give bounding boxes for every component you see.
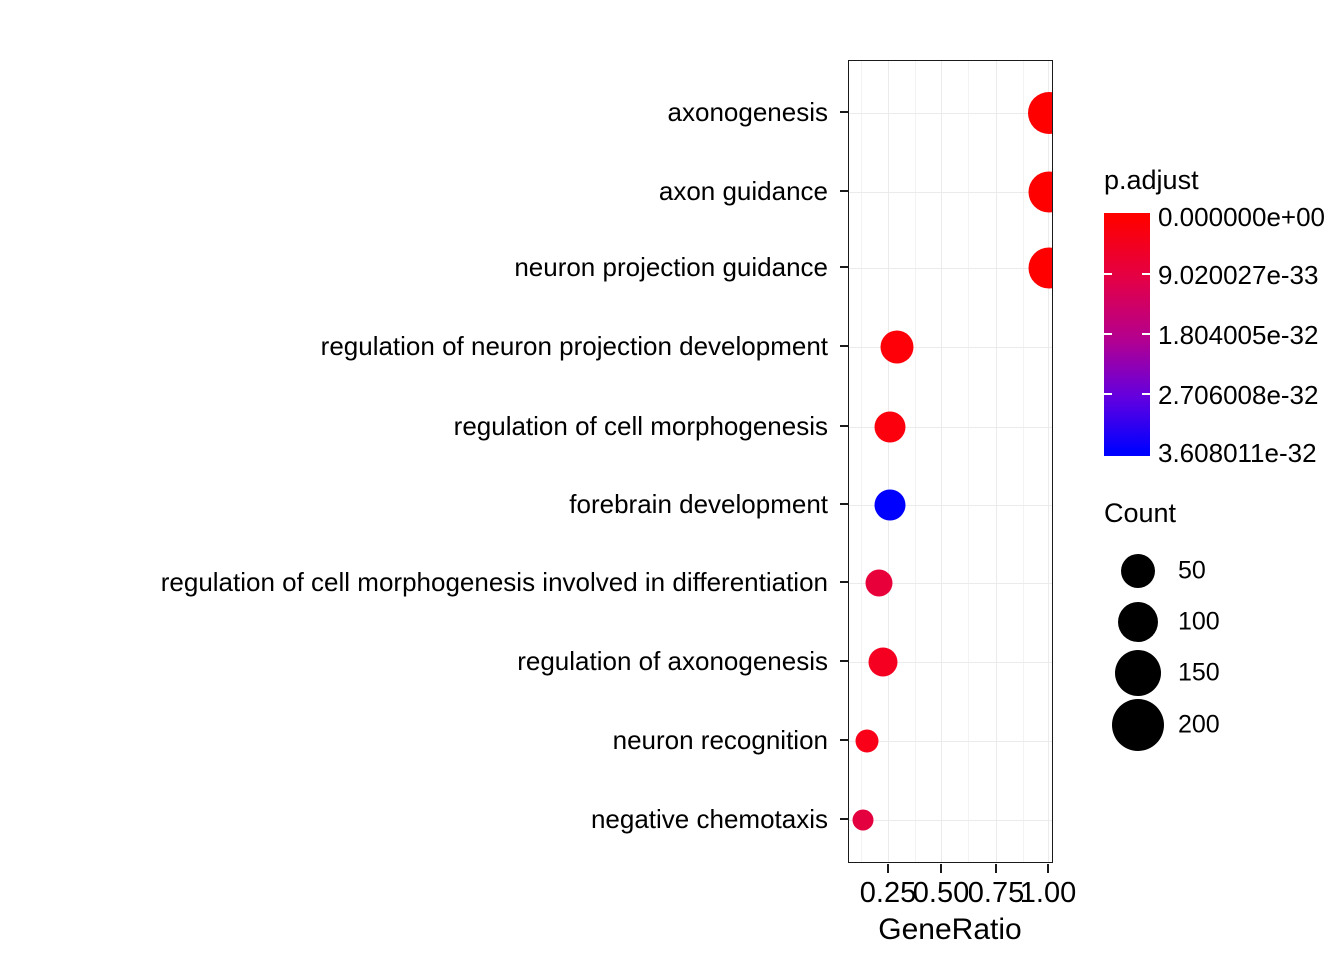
gridline-major-vertical [888, 61, 889, 862]
legend-title-count: Count [1104, 498, 1177, 528]
data-point[interactable] [1028, 171, 1052, 213]
y-axis-label: negative chemotaxis [590, 804, 828, 834]
colorbar-tick [1104, 273, 1112, 275]
colorbar-tick [1104, 393, 1112, 395]
data-point[interactable] [874, 489, 906, 521]
gridline-major-vertical [1048, 61, 1049, 862]
y-axis-label: regulation of cell morphogenesis [453, 411, 828, 441]
data-point[interactable] [868, 647, 898, 677]
colorbar-label: 9.020027e-33 [1158, 260, 1319, 290]
y-axis-tick [840, 660, 848, 662]
gridline-major-vertical [996, 61, 997, 862]
y-axis-label: forebrain development [569, 489, 828, 519]
y-axis-tick [840, 818, 848, 820]
legend-size-label: 100 [1178, 607, 1220, 636]
y-axis-tick [840, 739, 848, 741]
data-point[interactable] [874, 411, 906, 443]
gridline-horizontal [849, 192, 1052, 193]
gridline-horizontal [849, 662, 1052, 663]
y-axis-label: neuron projection guidance [514, 252, 828, 282]
gridline-minor-vertical [915, 61, 916, 862]
legend-size-dot [1118, 602, 1158, 642]
y-axis-tick [840, 266, 848, 268]
x-axis-tick [1047, 864, 1049, 873]
data-point[interactable] [1028, 247, 1052, 289]
legend-title-padjust: p.adjust [1104, 165, 1199, 195]
colorbar-label: 3.608011e-32 [1158, 438, 1317, 468]
y-axis-label: axonogenesis [667, 97, 828, 127]
colorbar-label: 1.804005e-32 [1158, 320, 1319, 350]
y-axis-label: regulation of neuron projection developm… [320, 331, 828, 361]
x-axis-tick-label: 1.00 [1019, 877, 1077, 909]
gridline-minor-vertical [968, 61, 969, 862]
y-axis-category-labels: axonogenesis axon guidance neuron projec… [160, 97, 828, 834]
x-axis-tick-label: 0.75 [967, 877, 1025, 909]
gridline-horizontal [849, 427, 1052, 428]
colorbar-label: 0.000000e+00 [1158, 202, 1326, 232]
plot-panel [848, 60, 1053, 863]
legend-size-label: 200 [1178, 710, 1220, 739]
x-axis-tick [940, 864, 942, 873]
colorbar-tick [1142, 393, 1150, 395]
legend-area: p.adjust 0.000000e+00 9.020027e-33 1.804… [1100, 165, 1344, 785]
gridline-horizontal [849, 347, 1052, 348]
data-point[interactable] [865, 569, 893, 597]
y-axis-tick [840, 581, 848, 583]
y-axis-label: axon guidance [658, 176, 828, 206]
data-point[interactable] [1028, 92, 1052, 134]
gridline-horizontal [849, 741, 1052, 742]
gridline-minor-vertical [1023, 61, 1024, 862]
y-axis-label: regulation of cell morphogenesis involve… [160, 567, 828, 597]
y-axis-label: regulation of axonogenesis [517, 646, 828, 676]
y-axis-tick [840, 503, 848, 505]
data-point[interactable] [855, 729, 879, 753]
legend-size-dot [1112, 699, 1164, 751]
x-axis-tick [995, 864, 997, 873]
legend-size-label: 150 [1178, 658, 1220, 687]
gridline-horizontal [849, 268, 1052, 269]
gridline-horizontal [849, 583, 1052, 584]
x-axis-tick-label: 0.25 [859, 877, 917, 909]
gridline-major-vertical [941, 61, 942, 862]
data-point[interactable] [852, 809, 874, 831]
y-axis-tick [840, 345, 848, 347]
gridline-horizontal [849, 505, 1052, 506]
colorbar-tick [1104, 333, 1112, 335]
colorbar-label: 2.706008e-32 [1158, 380, 1319, 410]
y-axis-label: neuron recognition [612, 725, 828, 755]
data-point[interactable] [880, 330, 914, 364]
y-axis-tick [840, 190, 848, 192]
colorbar-tick [1142, 333, 1150, 335]
legend-size-dot [1121, 554, 1155, 588]
legend-size-label: 50 [1178, 556, 1206, 585]
y-axis-tick [840, 111, 848, 113]
colorbar-tick [1142, 273, 1150, 275]
y-axis-tick [840, 425, 848, 427]
gridline-horizontal [849, 113, 1052, 114]
legend-size-dot [1115, 650, 1161, 696]
x-axis-tick [887, 864, 889, 873]
x-axis-tick-label: 0.50 [912, 877, 970, 909]
gridline-horizontal [849, 820, 1052, 821]
gridline-minor-vertical [861, 61, 862, 862]
x-axis-title: GeneRatio [878, 913, 1022, 946]
